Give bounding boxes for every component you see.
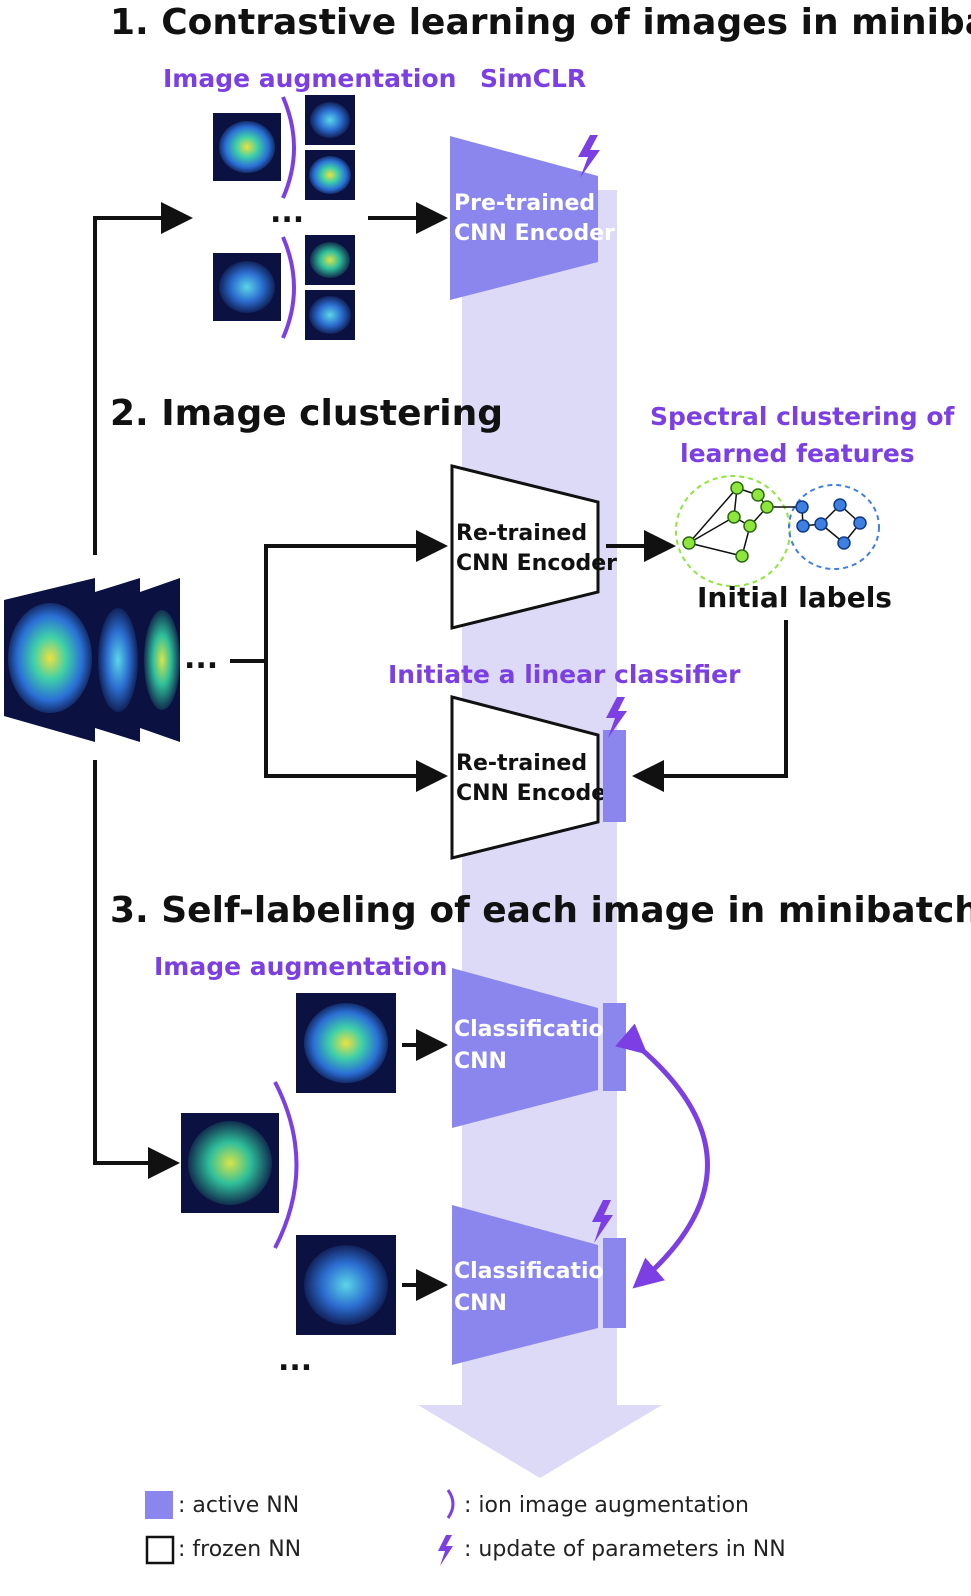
initial-labels: Initial labels bbox=[697, 581, 892, 614]
legend-augmentation: : ion image augmentation bbox=[464, 1493, 749, 1518]
classification-cnn-b: Classification CNN bbox=[452, 1205, 619, 1365]
input-image-stack bbox=[4, 578, 180, 742]
retrained-b-line2: CNN Encoder bbox=[456, 781, 617, 806]
classifier-head-a bbox=[603, 1003, 626, 1091]
simclr-label: SimCLR bbox=[480, 64, 586, 93]
classification-a-line2: CNN bbox=[454, 1049, 507, 1074]
initiate-classifier-label: Initiate a linear classifier bbox=[388, 660, 741, 689]
retrained-b-line1: Re-trained bbox=[456, 751, 587, 776]
legend-active: : active NN bbox=[178, 1493, 299, 1518]
augmented-images-3: ... bbox=[181, 993, 396, 1378]
arrow-to-section1 bbox=[93, 202, 193, 555]
spectral-label-line2: learned features bbox=[680, 439, 915, 468]
augmented-image-pairs-1: ... bbox=[213, 95, 355, 340]
legend-frozen-swatch bbox=[145, 1535, 175, 1565]
pretrained-label-line2: CNN Encoder bbox=[454, 221, 615, 246]
arrow-labels-to-classifier bbox=[632, 620, 788, 792]
classification-cnn-a: Classification CNN bbox=[452, 968, 619, 1128]
update-lightning-icon bbox=[606, 697, 627, 738]
spectral-label-line1: Spectral clustering of bbox=[650, 402, 956, 431]
pretrained-label-line1: Pre-trained bbox=[454, 191, 595, 216]
retrained-a-line1: Re-trained bbox=[456, 521, 587, 546]
classification-b-line1: Classification bbox=[454, 1259, 619, 1284]
legend-frozen: : frozen NN bbox=[178, 1537, 301, 1562]
retrained-cnn-encoder-a: Re-trained CNN Encoder bbox=[450, 464, 617, 630]
legend-active-swatch bbox=[145, 1491, 173, 1519]
legend-update: : update of parameters in NN bbox=[464, 1537, 786, 1562]
classification-a-line1: Classification bbox=[454, 1017, 619, 1042]
legend: : active NN : frozen NN : ion image augm… bbox=[145, 1489, 786, 1566]
pretrained-cnn-encoder: Pre-trained CNN Encoder bbox=[450, 136, 615, 300]
legend-lightning-icon bbox=[438, 1535, 453, 1566]
augmentation-bracket bbox=[273, 1081, 299, 1249]
section-3-title: 3. Self-labeling of each image in miniba… bbox=[110, 890, 971, 931]
retrained-a-line2: CNN Encoder bbox=[456, 551, 617, 576]
section-2-title: 2. Image clustering bbox=[110, 393, 503, 434]
classification-b-line2: CNN bbox=[454, 1291, 507, 1316]
update-lightning-icon bbox=[592, 1200, 613, 1243]
image-augmentation-label-3: Image augmentation bbox=[154, 952, 447, 981]
ellipsis-input: ... bbox=[184, 641, 218, 676]
linear-classifier-head bbox=[603, 730, 626, 822]
ellipsis-1: ... bbox=[270, 195, 304, 230]
image-augmentation-label-1: Image augmentation bbox=[163, 64, 456, 93]
classifier-head-b bbox=[603, 1238, 626, 1328]
update-lightning-icon bbox=[578, 135, 600, 178]
consistency-arrow bbox=[615, 1023, 710, 1289]
legend-bracket-icon bbox=[446, 1489, 455, 1519]
ellipsis-3: ... bbox=[278, 1343, 312, 1378]
augmentation-bracket bbox=[281, 236, 296, 339]
augmentation-bracket bbox=[281, 96, 296, 199]
arrow-to-section3 bbox=[93, 760, 180, 1179]
retrained-cnn-encoder-b: Re-trained CNN Encoder bbox=[450, 695, 617, 860]
cluster-graph bbox=[675, 475, 880, 587]
section-1-title: 1. Contrastive learning of images in min… bbox=[110, 2, 971, 43]
